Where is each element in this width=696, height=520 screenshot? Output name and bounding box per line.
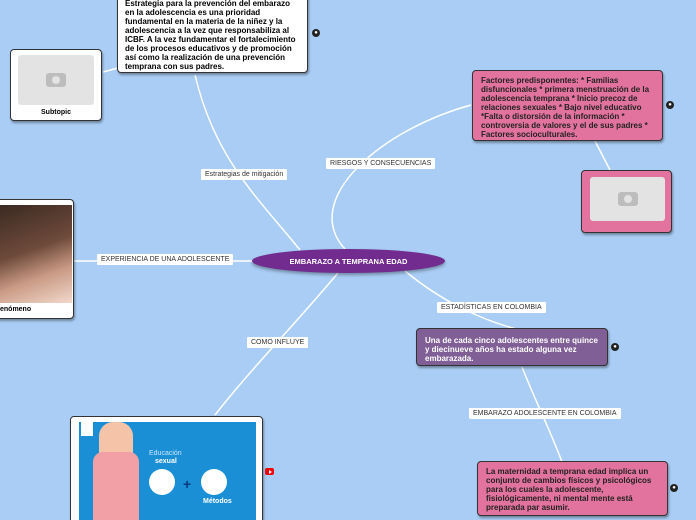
globe-icon[interactable]: ●: [312, 29, 320, 37]
globe-icon[interactable]: ●: [611, 343, 619, 351]
image-node[interactable]: [581, 170, 672, 233]
subtopic-node[interactable]: Subtopic: [10, 49, 102, 121]
factors-text: Factores predisponentes: * Familias disf…: [481, 76, 654, 139]
label-teen-colombia[interactable]: EMBARAZO ADOLESCENTE EN COLOMBIA: [469, 408, 621, 419]
link-factors-image: [595, 141, 610, 170]
label-stats[interactable]: ESTADÍSTICAS EN COLOMBIA: [437, 302, 546, 313]
link-stats: [405, 271, 520, 330]
teen-photo: [0, 205, 72, 303]
central-topic[interactable]: EMBARAZO A TEMPRANA EDAD: [252, 249, 445, 273]
globe-icon[interactable]: ●: [666, 101, 674, 109]
plus-icon: +: [183, 476, 191, 492]
stats-text: Una de cada cinco adolescentes entre qui…: [425, 336, 599, 363]
link-mitigation: [195, 75, 300, 250]
camera-icon: [46, 73, 66, 87]
maternity-text: La maternidad a temprana edad implica un…: [486, 467, 659, 512]
image-placeholder: [590, 177, 665, 221]
subtopic-label: Subtopic: [18, 109, 94, 116]
label-risks[interactable]: RIESGOS Y CONSECUENCIAS: [326, 158, 435, 169]
image-placeholder: [18, 55, 94, 105]
camera-icon: [618, 192, 638, 206]
youtube-icon[interactable]: [265, 468, 274, 475]
stats-node[interactable]: Una de cada cinco adolescentes entre qui…: [416, 328, 608, 366]
video-thumbnail[interactable]: Educación sexual + Métodos: [79, 422, 256, 520]
methods-title: Métodos: [203, 498, 232, 505]
figure-dress: [93, 452, 139, 520]
globe-icon[interactable]: ●: [670, 484, 678, 492]
maternity-node[interactable]: La maternidad a temprana edad implica un…: [477, 461, 668, 516]
link-risks: [332, 105, 471, 249]
sexual-title: sexual: [155, 458, 177, 465]
experience-label: enómeno: [0, 306, 68, 313]
experience-node[interactable]: enómeno: [0, 199, 74, 319]
label-influence[interactable]: COMO INFLUYE: [247, 337, 308, 348]
label-mitigation[interactable]: Estrategias de mitigación: [201, 169, 287, 180]
factors-node[interactable]: Factores predisponentes: * Familias disf…: [472, 70, 663, 141]
strategy-text: Estrategia para la prevención del embara…: [125, 0, 300, 71]
label-experience[interactable]: EXPERIENCIA DE UNA ADOLESCENTE: [97, 254, 233, 265]
video-node[interactable]: Educación sexual + Métodos: [70, 416, 263, 520]
strategy-node[interactable]: Estrategia para la prevención del embara…: [117, 0, 308, 73]
education-title: Educación: [149, 450, 182, 457]
chart-circle-icon: [149, 469, 175, 495]
channel-logo: [81, 422, 93, 436]
link-subtopic: [103, 68, 118, 72]
methods-circle-icon: [201, 469, 227, 495]
